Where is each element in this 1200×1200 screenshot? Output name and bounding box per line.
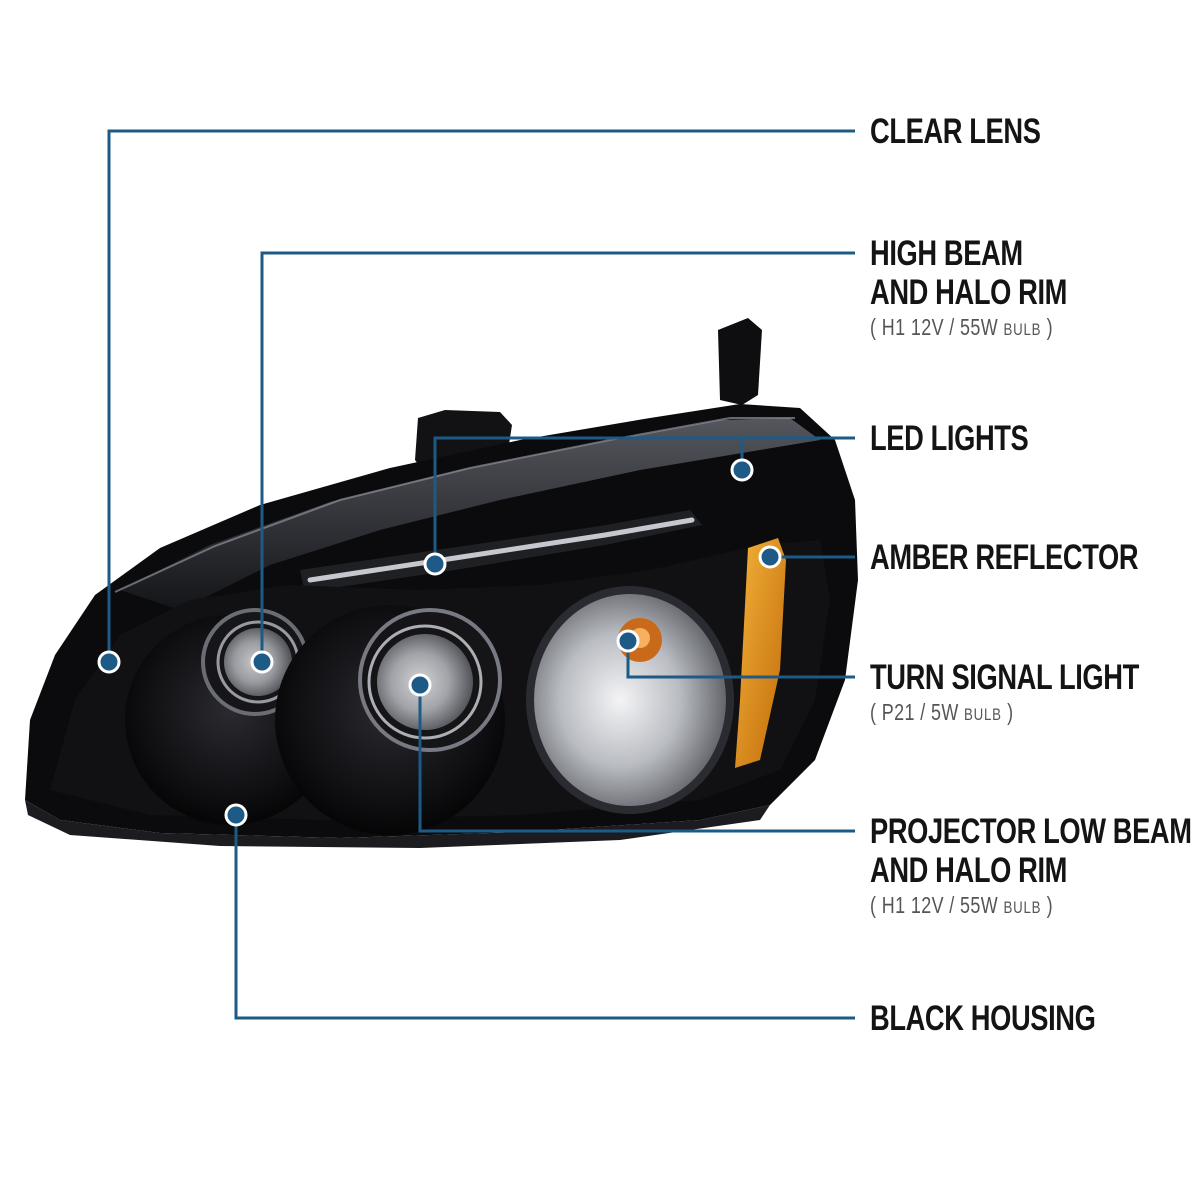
leader-turn-signal [626, 641, 855, 679]
callout-title: CLEAR LENS [870, 112, 1041, 151]
callout-title: BLACK HOUSING [870, 999, 1096, 1038]
callout-title: PROJECTOR LOW BEAM [870, 812, 1192, 851]
callout-high-beam: HIGH BEAM AND HALO RIM ( H1 12V / 55W BU… [870, 234, 1067, 345]
marker-clear-lens [97, 650, 121, 674]
mounting-tab-right [718, 318, 762, 405]
callout-amber-reflector: AMBER REFLECTOR [870, 538, 1139, 577]
leader-clear-lens [107, 129, 855, 662]
amber-reflector-strip [735, 538, 786, 768]
callout-title: TURN SIGNAL LIGHT [870, 658, 1139, 697]
callout-black-housing: BLACK HOUSING [870, 999, 1096, 1038]
marker-turn-signal [616, 629, 640, 653]
marker-high-beam [250, 650, 274, 674]
marker-led-lights-left [423, 552, 447, 576]
callout-title: LED LIGHTS [870, 419, 1029, 458]
callout-projector-low-beam: PROJECTOR LOW BEAM AND HALO RIM ( H1 12V… [870, 812, 1192, 923]
markers [97, 458, 782, 827]
callout-bulb-spec: ( H1 12V / 55W BULB ) [870, 892, 1054, 918]
callout-bulb-spec: ( H1 12V / 55W BULB ) [870, 314, 1054, 340]
callout-title: AND HALO RIM [870, 273, 1068, 312]
callout-clear-lens: CLEAR LENS [870, 112, 1041, 151]
marker-black-housing [224, 803, 248, 827]
callout-bulb-spec: ( P21 / 5W BULB ) [870, 699, 1014, 725]
marker-amber-reflector [758, 545, 782, 569]
turn-signal-reflector [530, 590, 730, 810]
marker-projector-low-beam [408, 673, 432, 697]
leader-lines [107, 129, 855, 1020]
callout-turn-signal: TURN SIGNAL LIGHT ( P21 / 5W BULB ) [870, 658, 1139, 730]
leader-projector-low-beam [418, 685, 855, 833]
lens-edge-highlight [114, 417, 795, 593]
leader-black-housing [234, 815, 855, 1020]
top-lens-band [120, 418, 820, 610]
callout-led-lights: LED LIGHTS [870, 419, 1029, 458]
bottom-lip [25, 800, 770, 848]
low-beam-halo [367, 624, 483, 740]
headlight-unit [25, 318, 858, 848]
callout-title: HIGH BEAM [870, 234, 1023, 273]
callout-title: AND HALO RIM [870, 851, 1068, 890]
leader-led-lights [433, 436, 744, 564]
leader-high-beam [260, 251, 855, 662]
marker-led-lights-right [730, 458, 754, 482]
turn-signal-rim [526, 586, 734, 814]
led-strip-glow [307, 517, 695, 583]
callout-title: AMBER REFLECTOR [870, 538, 1139, 577]
